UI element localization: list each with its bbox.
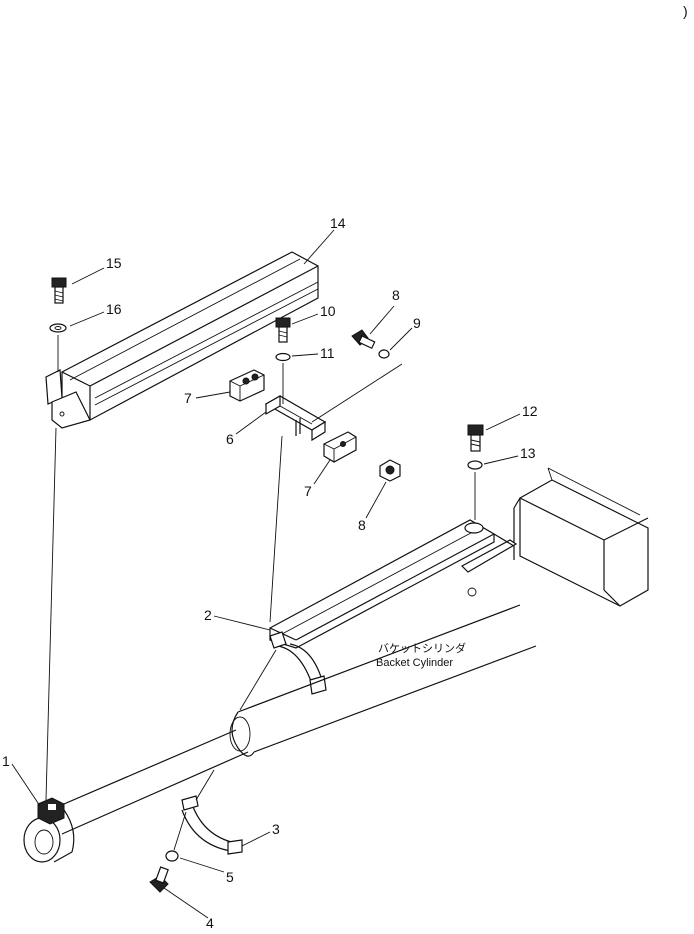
- part-8-nut: [379, 459, 401, 482]
- callout-8: 8: [358, 517, 366, 533]
- part-12-washer: [275, 352, 291, 362]
- part-4-bolt: [149, 866, 169, 893]
- part-7-pad-upper: [229, 369, 265, 402]
- callout-11: 10: [320, 303, 336, 319]
- part-15-cover: [45, 251, 319, 429]
- part-13-bolt: [467, 424, 484, 452]
- caption-jp: バケットシリンダ: [378, 641, 466, 655]
- callout-15: 14: [330, 215, 346, 231]
- corner-mark: ): [683, 3, 688, 19]
- part-2-plate: [269, 519, 518, 649]
- callout-7-upper: 7: [184, 390, 192, 406]
- part-9-bolt: [351, 329, 376, 350]
- part-11-bolt: [275, 317, 291, 343]
- callout-12: 11: [320, 345, 335, 361]
- caption-en: Backet Cylinder: [376, 657, 453, 669]
- bucket-cylinder: [23, 604, 537, 863]
- leader-lines: [11, 229, 521, 919]
- callout-3: 3: [272, 821, 280, 837]
- callout-16: 15: [106, 255, 122, 271]
- part-6-bracket: [264, 394, 327, 442]
- callout-17: 16: [106, 301, 122, 317]
- part-14-washer: [467, 460, 483, 470]
- callout-14: 13: [520, 445, 536, 461]
- callout-6: 6: [226, 431, 234, 447]
- callout-2: 2: [204, 607, 212, 623]
- frame-box: [513, 467, 649, 607]
- callout-7-lower: 7: [304, 483, 312, 499]
- callout-9: 8: [392, 287, 400, 303]
- callout-5: 5: [226, 869, 234, 885]
- part-7-pad-lower: [323, 431, 357, 463]
- part-5-washer: [165, 850, 179, 862]
- part-3-clamp: [181, 795, 243, 855]
- part-10-washer: [378, 349, 390, 359]
- callout-13: 12: [522, 403, 538, 419]
- assembly-lines: [45, 335, 476, 851]
- part-16-bolt: [51, 277, 67, 304]
- callout-10: 9: [413, 315, 421, 331]
- part-17-washer: [49, 323, 67, 333]
- callout-4: 4: [206, 915, 214, 929]
- callout-1: 1: [2, 753, 10, 769]
- clamp-upper: [269, 631, 327, 695]
